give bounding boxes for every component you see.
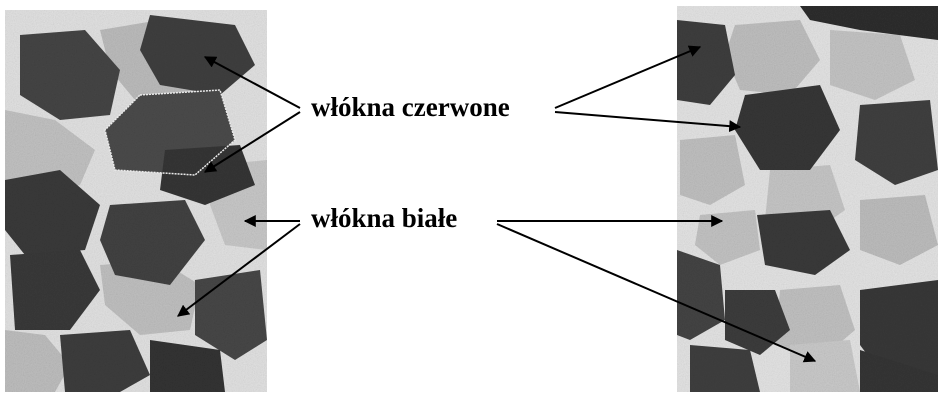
dark-fiber <box>757 210 850 275</box>
light-fiber <box>5 330 70 392</box>
label-white-fibers: włókna białe <box>311 203 458 233</box>
dark-fiber <box>690 345 760 392</box>
dark-fiber <box>20 30 120 120</box>
light-fiber <box>830 30 915 100</box>
dark-fiber <box>140 15 255 95</box>
dark-fiber <box>677 20 735 105</box>
light-fiber <box>5 110 95 195</box>
arrows-white-fibers <box>177 215 817 363</box>
light-fiber <box>860 195 938 265</box>
micrograph-left <box>5 10 267 392</box>
arrow-red-left-2 <box>203 111 301 173</box>
dark-fiber <box>150 340 225 392</box>
light-fiber <box>725 20 820 95</box>
dark-fiber <box>60 330 150 392</box>
dark-fiber <box>725 290 790 355</box>
dark-fiber <box>800 6 938 40</box>
light-fiber <box>680 135 745 205</box>
highlighted-fiber-outline <box>104 89 236 176</box>
dark-fiber <box>735 85 840 170</box>
arrow-red-right-1 <box>554 45 702 109</box>
arrow-red-right-2 <box>554 111 742 133</box>
dark-fiber <box>10 250 100 330</box>
arrow-white-right-2 <box>496 223 817 363</box>
arrow-red-left-1 <box>203 56 301 109</box>
arrows-red-fibers <box>203 45 742 173</box>
light-fiber <box>790 340 860 392</box>
light-fiber <box>100 260 200 335</box>
dark-fiber <box>860 350 938 392</box>
dark-fiber <box>855 100 938 185</box>
dark-fiber <box>195 270 267 360</box>
dark-fiber <box>100 200 205 285</box>
arrow-white-left-2 <box>177 223 301 317</box>
dark-fiber <box>5 170 100 255</box>
label-red-fibers: włókna czerwone <box>311 92 510 122</box>
dark-fiber <box>160 145 255 205</box>
micrograph-right <box>677 6 938 392</box>
